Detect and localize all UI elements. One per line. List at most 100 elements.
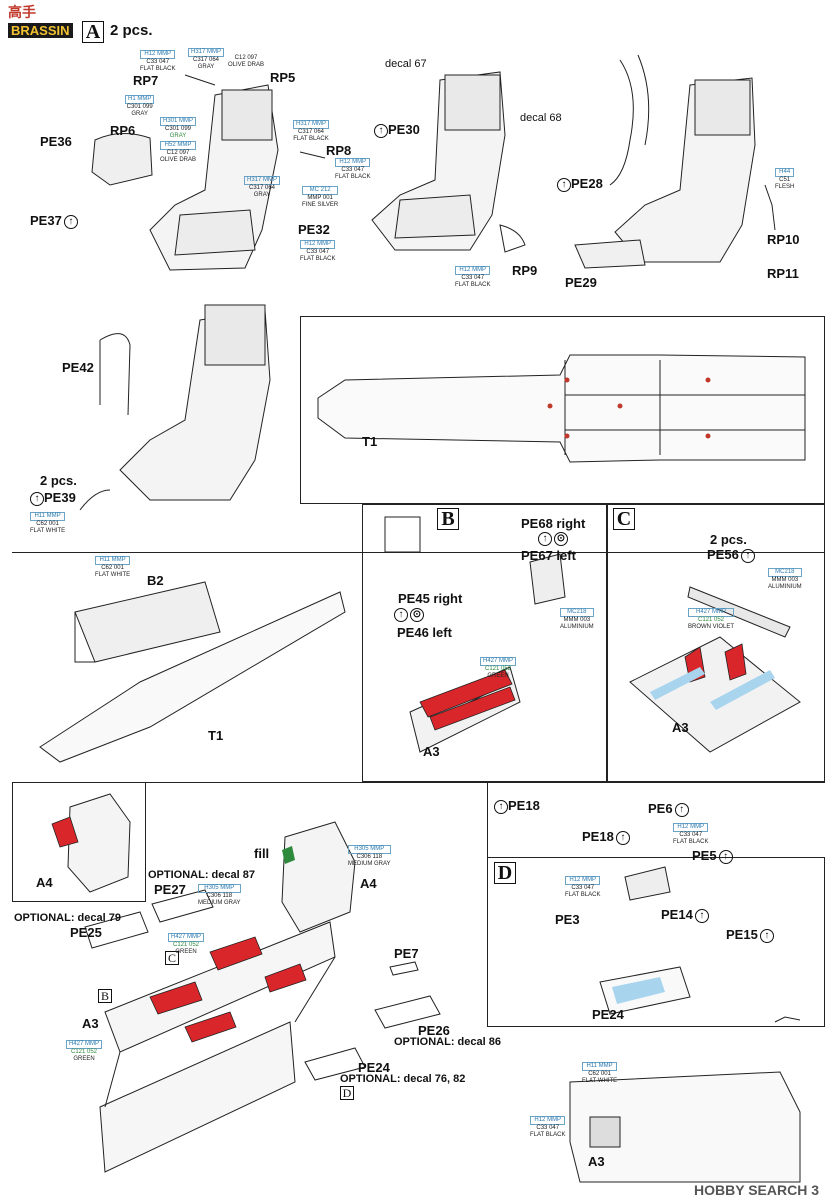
ejection-seat-4 (79, 304, 271, 511)
part-rp11: RP11 (767, 266, 799, 281)
panel-pe18-inset (487, 782, 825, 857)
panel-section-c (607, 504, 825, 782)
bend-icon: ↑ (615, 830, 630, 845)
part-a3-c: A3 (672, 720, 689, 735)
fuselage-t1 (317, 354, 806, 463)
part-pe68: PE68 right (521, 516, 586, 531)
part-pe28: ↑PE28 (555, 176, 603, 192)
part-b2: B2 (147, 573, 164, 588)
part-pe5: PE5↑ (692, 848, 733, 864)
panel-a4-inset (12, 782, 146, 902)
part-pe39: ↑PE39 (28, 490, 76, 506)
pe39-qty: 2 pcs. (40, 473, 77, 488)
optional-decal-86: OPTIONAL: decal 86 (394, 1036, 501, 1048)
part-rp5: RP5 (270, 70, 296, 85)
bend-icon: ↑ (494, 799, 508, 814)
section-d-letter: D (494, 862, 516, 884)
decal-67: decal 67 (385, 58, 427, 70)
part-pe15: PE15↑ (726, 927, 774, 943)
ejection-seat-2 (371, 71, 526, 253)
bend-icon: ↑ (557, 177, 571, 192)
bend-icon: ↑ (394, 607, 408, 622)
part-pe32: PE32 (298, 222, 330, 237)
part-pe18-b: PE18↑ (582, 829, 630, 845)
section-a-qty: 2 pcs. (110, 22, 153, 39)
bend-icon: ↑ (718, 849, 733, 864)
part-pe30: ↑PE30 (372, 122, 420, 138)
part-pe27: PE27 (154, 882, 186, 897)
part-a4-large: A4 (360, 876, 377, 891)
part-pe67: PE67 left (521, 548, 576, 563)
part-pe45: PE45 right (398, 591, 463, 606)
section-c-letter: C (613, 508, 635, 530)
part-pe25: PE25 (70, 925, 102, 940)
part-a3-bottom: A3 (82, 1016, 99, 1031)
bend-icon: ↑ (740, 548, 755, 563)
part-pe24-bottom: PE24 (358, 1060, 390, 1075)
brand-logo: 高手 BRASSIN (8, 2, 76, 48)
pe45-icons: ↑⊙ (392, 606, 424, 622)
bend-icon: ↑ (694, 908, 709, 923)
part-pe56: PE56↑ (707, 547, 755, 563)
part-rp8: RP8 (326, 143, 352, 158)
part-pe46: PE46 left (397, 625, 452, 640)
section-b-letter: B (437, 508, 459, 530)
part-rp6: RP6 (110, 123, 136, 138)
pe68-icons: ↑⊙ (536, 530, 568, 546)
part-pe29: PE29 (565, 275, 597, 290)
part-pe14: PE14↑ (661, 907, 709, 923)
part-pe18-a: ↑PE18 (492, 798, 540, 814)
c-qty: 2 pcs. (710, 532, 747, 547)
box-b-ref: B (98, 989, 112, 1003)
optional-decal-87: OPTIONAL: decal 87 (148, 869, 255, 881)
panel-section-b (362, 504, 607, 782)
bend-icon: ↑ (30, 491, 44, 506)
label-fill: fill (254, 846, 270, 861)
part-pe24-d: PE24 (592, 1007, 624, 1022)
optional-decal-76-82: OPTIONAL: decal 76, 82 (340, 1073, 466, 1085)
part-rp7: RP7 (133, 73, 159, 88)
page-number: 3 (811, 1182, 819, 1198)
section-a-letter: A (82, 21, 104, 43)
part-pe26: PE26 (418, 1023, 450, 1038)
panel-section-d (487, 857, 825, 1027)
part-pe42: PE42 (62, 360, 94, 375)
part-pe7: PE7 (394, 946, 419, 961)
ejection-seat-1 (91, 74, 326, 271)
part-rp9: RP9 (512, 263, 538, 278)
bend-icon: ↑ (759, 928, 774, 943)
logo-cn-text: 高手 (8, 5, 36, 21)
fold-icon: ⊙ (410, 607, 424, 622)
bottom-drawings (51, 793, 801, 1183)
part-pe6: PE6↑ (648, 801, 689, 817)
part-a3-d: A3 (588, 1154, 605, 1169)
logo-brassin: BRASSIN (8, 23, 73, 38)
bend-icon: ↑ (374, 123, 388, 138)
watermark: HOBBY SEARCH 3 (694, 1182, 819, 1198)
part-t1-top: T1 (362, 434, 378, 449)
ejection-seat-3 (574, 54, 776, 269)
